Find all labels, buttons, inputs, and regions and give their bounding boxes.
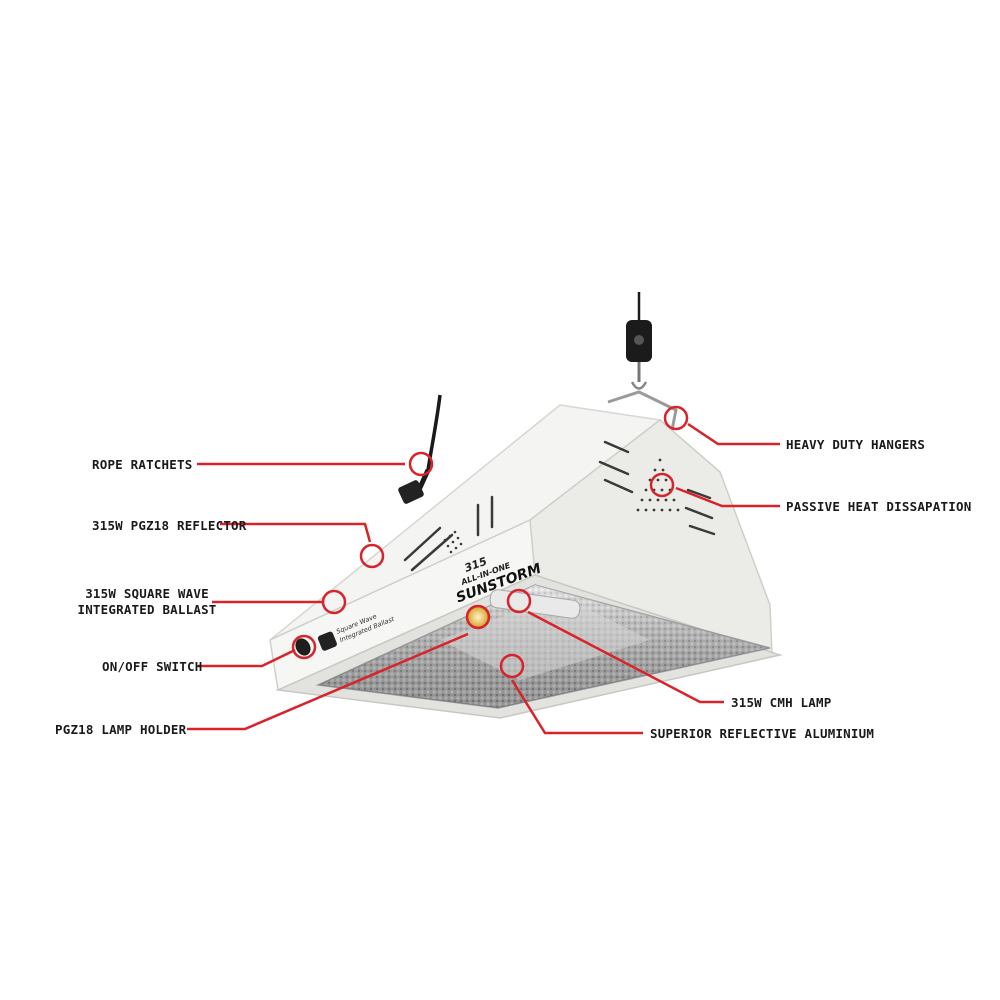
leader-pgz18-reflector <box>220 522 372 543</box>
marker-heavy-duty-hangers-icon <box>663 405 689 431</box>
label-ballast-line2: INTEGRATED BALLAST <box>77 602 217 617</box>
leader-passive-heat <box>675 486 780 508</box>
heat-vent-triangle <box>636 458 680 512</box>
marker-on-off-switch-icon <box>291 634 317 660</box>
label-rope-ratchets: ROPE RATCHETS <box>92 457 193 472</box>
vents-front <box>598 440 716 536</box>
cmh-lamp-bulb <box>489 589 581 619</box>
marker-pgz18-reflector-icon <box>359 543 385 569</box>
reflector-opening <box>315 584 771 709</box>
label-on-off-switch: ON/OFF SWITCH <box>102 659 203 674</box>
callout-leaders <box>187 422 780 735</box>
callout-markers <box>291 405 689 679</box>
label-reflective-aluminium: SUPERIOR REFLECTIVE ALUMINIUM <box>650 726 875 741</box>
marker-reflective-aluminium-icon <box>499 653 525 679</box>
label-cmh-lamp: 315W CMH LAMP <box>731 695 832 710</box>
vents-top <box>403 495 494 572</box>
label-heavy-duty-hangers: HEAVY DUTY HANGERS <box>786 437 926 452</box>
marker-ballast-icon <box>321 589 347 615</box>
marker-cmh-lamp-icon <box>506 588 532 614</box>
label-passive-heat: PASSIVE HEAT DISSAPATION <box>786 499 972 514</box>
rope-left <box>398 394 442 504</box>
leader-heavy-duty-hangers <box>687 422 780 446</box>
left-ratchet-icon <box>398 480 424 504</box>
label-pgz18-reflector: 315W PGZ18 REFLECTOR <box>92 518 247 533</box>
label-ballast-line1: 315W SQUARE WAVE <box>85 586 209 601</box>
leader-on-off-switch <box>198 648 296 668</box>
marker-lamp-holder-icon <box>465 604 491 630</box>
power-switch-icon[interactable] <box>317 631 338 652</box>
vent-dots-top <box>443 530 463 554</box>
marker-rope-ratchets-icon <box>408 451 434 477</box>
leader-lamp-holder <box>187 632 469 731</box>
leader-reflective-aluminium <box>510 679 643 735</box>
label-lamp-holder: PGZ18 LAMP HOLDER <box>55 722 187 737</box>
leader-cmh-lamp <box>527 610 724 704</box>
switch-toggle[interactable] <box>292 636 313 659</box>
marker-passive-heat-icon <box>649 472 675 498</box>
